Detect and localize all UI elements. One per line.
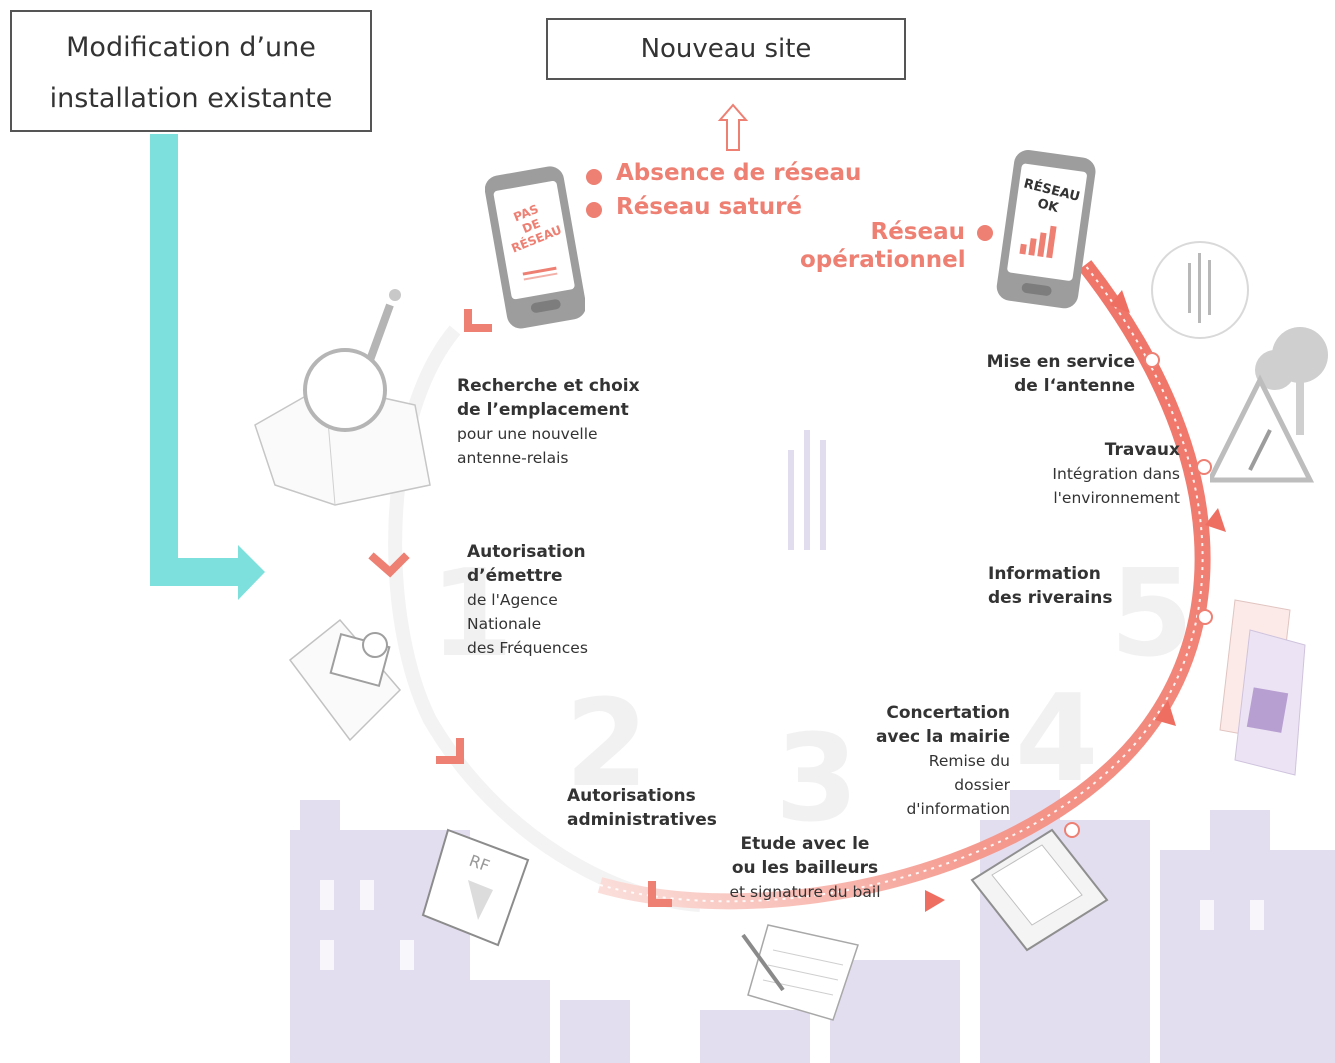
existing-installation-box: Modification d’une installation existant… bbox=[10, 10, 372, 132]
step-emission-authorization: Autorisation d’émettre de l'Agence Nation… bbox=[467, 540, 588, 660]
step-works-desc-line1: Intégration dans bbox=[1052, 465, 1180, 483]
step-location-desc-line2: antenne-relais bbox=[457, 449, 569, 467]
step-emission-desc-line3: des Fréquences bbox=[467, 639, 588, 657]
step-town-hall-desc-line2: dossier bbox=[954, 776, 1010, 794]
step-emission-desc-line1: de l'Agence bbox=[467, 591, 558, 609]
stamp-document-illustration bbox=[288, 618, 402, 742]
step-town-hall-desc-line1: Remise du bbox=[928, 752, 1010, 770]
bullet-dot bbox=[586, 202, 602, 218]
condition-saturated-network: Réseau saturé bbox=[616, 194, 803, 220]
step-works-title-line1: Travaux bbox=[1104, 440, 1180, 460]
condition-no-network: Absence de réseau bbox=[616, 160, 862, 186]
step-admin-title-line2: administratives bbox=[567, 810, 717, 830]
cycle-dot bbox=[1196, 459, 1212, 475]
step-admin-title-line1: Autorisations bbox=[567, 786, 696, 806]
step-number-2: 2 bbox=[565, 675, 649, 814]
step-location-title-line1: Recherche et choix bbox=[457, 376, 640, 396]
new-site-box: Nouveau site bbox=[546, 18, 906, 80]
step-town-hall-consultation: Concertation avec la mairie Remise du dos… bbox=[850, 701, 1010, 821]
phone-left-screen-line2: DE bbox=[520, 216, 542, 236]
information-leaflets-illustration bbox=[1219, 599, 1306, 776]
step-residents-title-line1: Information bbox=[988, 564, 1101, 584]
town-hall-desk-illustration bbox=[970, 828, 1109, 952]
cycle-dot bbox=[1197, 609, 1213, 625]
phone-no-network-icon: PAS DE RÉSEAU bbox=[485, 166, 585, 329]
map-magnifier-illustration bbox=[254, 289, 431, 506]
cycle-dot bbox=[1064, 822, 1080, 838]
step-landlord-title-line1: Etude avec le bbox=[740, 834, 870, 854]
step-commissioning-title-line1: Mise en service bbox=[986, 352, 1135, 372]
step-location-search: Recherche et choix de l’emplacement pour … bbox=[457, 374, 640, 470]
step-commissioning-title-line2: de l‘antenne bbox=[1014, 376, 1135, 396]
teal-arrow-stem bbox=[150, 134, 178, 574]
step-emission-title-line1: Autorisation bbox=[467, 542, 586, 562]
step-residents-title-line2: des riverains bbox=[988, 588, 1113, 608]
step-location-title-line2: de l’emplacement bbox=[457, 400, 629, 420]
step-town-hall-title-line2: avec la mairie bbox=[875, 727, 1010, 747]
arc-arrowhead bbox=[1205, 508, 1226, 532]
step-town-hall-desc-line3: d'information bbox=[906, 800, 1010, 818]
antenna-logo-circle bbox=[1151, 241, 1249, 339]
phone-network-ok-icon: RÉSEAU OK bbox=[996, 149, 1096, 309]
magnifier-icon bbox=[389, 289, 401, 301]
antenna-logo-watermark bbox=[788, 430, 826, 550]
step-check-mark bbox=[368, 552, 410, 578]
step-works-desc-line2: l'environnement bbox=[1053, 489, 1180, 507]
step-construction-works: Travaux Intégration dans l'environnement bbox=[1020, 438, 1180, 510]
step-landlord-desc-line1: et signature du bail bbox=[729, 883, 881, 901]
step-number-3: 3 bbox=[775, 710, 859, 849]
step-location-desc-line1: pour une nouvelle bbox=[457, 425, 598, 443]
step-number-1: 1 bbox=[430, 545, 514, 684]
step-antenna-commissioning: Mise en service de l‘antenne bbox=[960, 350, 1135, 398]
phone-right-screen-line2: OK bbox=[1036, 196, 1061, 216]
rf-document-illustration: RF bbox=[421, 828, 530, 947]
condition-operational-network: Réseau opérationnel bbox=[800, 218, 966, 274]
teal-arrow-head bbox=[238, 545, 265, 600]
step-town-hall-title-line1: Concertation bbox=[886, 703, 1010, 723]
step-residents-information: Information des riverains bbox=[988, 562, 1112, 610]
pen-icon bbox=[741, 933, 785, 992]
condition-operational-line1: Réseau bbox=[870, 219, 966, 245]
up-arrow-icon bbox=[717, 103, 749, 151]
step-emission-desc-line2: Nationale bbox=[467, 615, 542, 633]
arc-arrowhead bbox=[925, 890, 945, 912]
step-check-mark bbox=[464, 309, 492, 332]
arc-arrowhead bbox=[1110, 290, 1130, 313]
existing-installation-line2: installation existante bbox=[49, 83, 333, 114]
cycle-dot bbox=[1144, 352, 1160, 368]
arc-arrowhead bbox=[1155, 700, 1176, 726]
step-check-mark bbox=[436, 738, 464, 764]
lease-contract-illustration bbox=[741, 924, 859, 1021]
bullet-dot bbox=[586, 169, 602, 185]
condition-operational-line2: opérationnel bbox=[800, 247, 966, 273]
step-emission-title-line2: d’émettre bbox=[467, 566, 563, 586]
construction-works-illustration bbox=[1210, 327, 1328, 483]
warning-sign-icon bbox=[1210, 374, 1315, 483]
step-landlord-title-line2: ou les bailleurs bbox=[731, 858, 879, 878]
step-administrative-authorizations: Autorisations administratives bbox=[567, 784, 717, 832]
step-check-mark bbox=[648, 881, 672, 907]
bullet-dot bbox=[977, 225, 993, 241]
existing-installation-line1: Modification d’une bbox=[66, 32, 316, 63]
teal-arrow-foot bbox=[150, 558, 240, 586]
step-landlord-study: Etude avec le ou les bailleurs et signatu… bbox=[726, 832, 884, 904]
